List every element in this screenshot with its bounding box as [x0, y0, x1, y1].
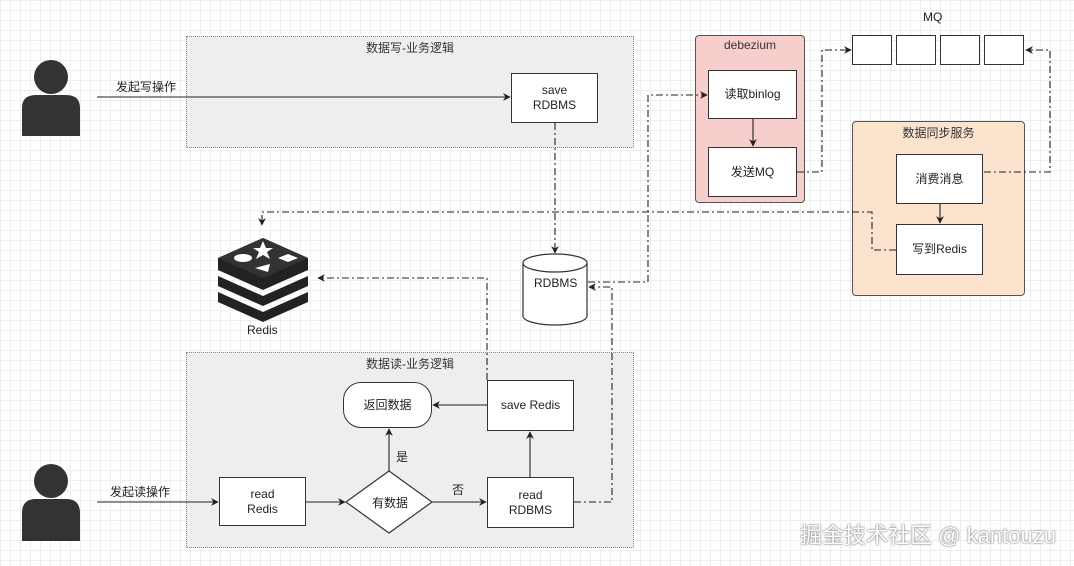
read-rdbms-box: read RDBMS	[487, 477, 574, 528]
read-redis-box: read Redis	[219, 477, 306, 526]
yes-label: 是	[396, 450, 409, 464]
consume-message-box: 消费消息	[896, 154, 983, 204]
return-data-box: 返回数据	[343, 382, 432, 428]
watermark: 掘金技术社区 @ kantouzu	[800, 523, 1056, 548]
user-icon	[22, 60, 80, 136]
has-data-diamond	[344, 470, 434, 534]
read-operation-label: 发起读操作	[110, 485, 171, 499]
redis-label: Redis	[247, 323, 278, 337]
mq-cell	[940, 35, 980, 65]
rdbms-db-label: RDBMS	[534, 276, 578, 290]
save-rdbms-box: save RDBMS	[511, 73, 598, 123]
read-binlog-box: 读取binlog	[708, 70, 797, 119]
write-logic-title: 数据写-业务逻辑	[366, 41, 454, 55]
save-redis-box: save Redis	[487, 380, 574, 431]
sync-service-title: 数据同步服务	[902, 126, 975, 140]
user-icon	[22, 464, 80, 541]
mq-cell	[852, 35, 892, 65]
debezium-title: debezium	[723, 38, 777, 52]
mq-cell	[896, 35, 936, 65]
has-data-label: 有数据	[372, 496, 409, 510]
database-icon	[522, 253, 588, 326]
write-redis-box: 写到Redis	[896, 224, 983, 275]
mq-cell	[984, 35, 1024, 65]
send-mq-box: 发送MQ	[708, 147, 797, 197]
no-label: 否	[452, 483, 465, 497]
mq-label: MQ	[923, 10, 943, 24]
read-logic-title: 数据读-业务逻辑	[366, 357, 454, 371]
redis-logo-icon	[218, 238, 308, 322]
write-operation-label: 发起写操作	[116, 80, 177, 94]
